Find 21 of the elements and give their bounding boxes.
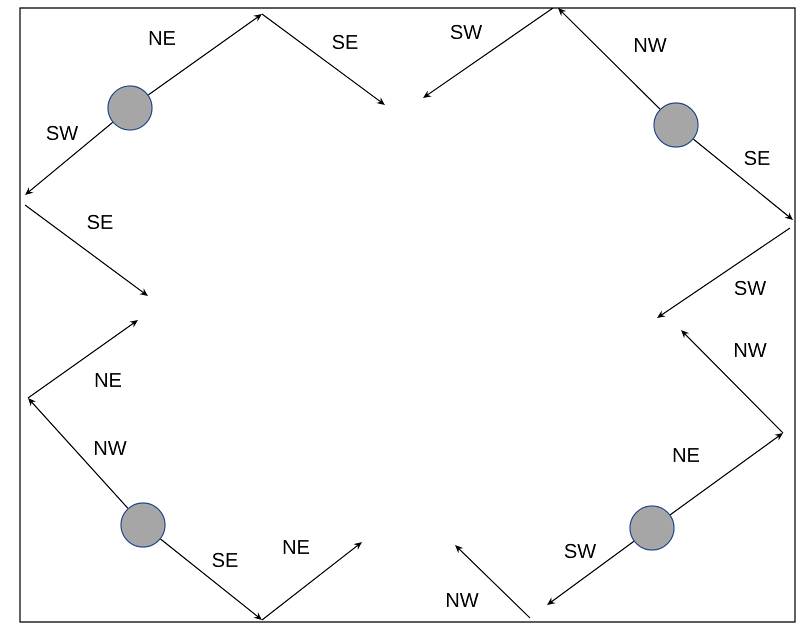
edge-label: SE bbox=[212, 552, 238, 568]
ball bbox=[629, 505, 675, 551]
direction-label: SE bbox=[88, 214, 112, 230]
direction-label: SE bbox=[332, 34, 358, 50]
edge-label: NE bbox=[674, 448, 700, 462]
edge-label: SE bbox=[744, 150, 770, 166]
ball bbox=[653, 102, 699, 148]
direction-label: NW bbox=[735, 343, 767, 357]
direction-label: SW bbox=[450, 24, 482, 40]
direction-label: NE bbox=[96, 373, 122, 387]
arrow bbox=[558, 8, 660, 110]
direction-label: SW bbox=[734, 280, 766, 296]
direction-label: NW bbox=[447, 593, 479, 607]
edge-label: NW bbox=[635, 38, 667, 52]
ball bbox=[107, 85, 153, 131]
direction-label: NE bbox=[284, 540, 310, 554]
edge-label: SW bbox=[564, 544, 596, 558]
edge-label: NW bbox=[95, 441, 127, 455]
ball bbox=[120, 502, 166, 548]
edge-label: SW bbox=[46, 126, 78, 140]
edge-label: NE bbox=[150, 31, 176, 45]
